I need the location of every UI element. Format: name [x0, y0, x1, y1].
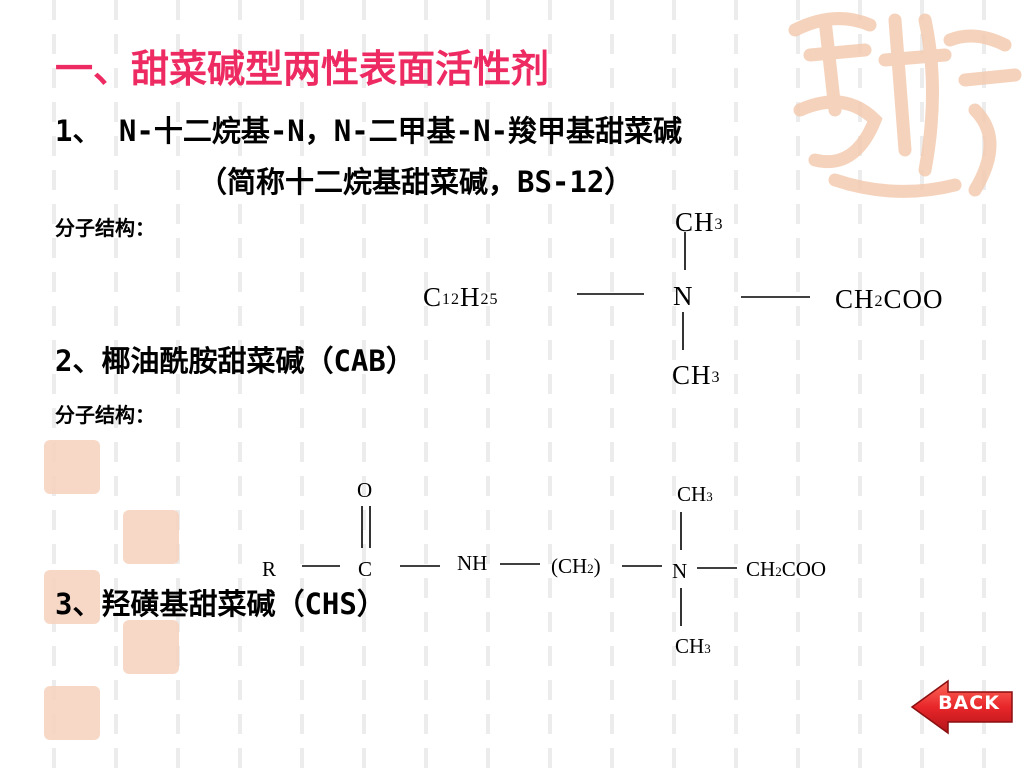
s1-bottom-methyl: CH3	[672, 360, 721, 390]
decorative-seal	[44, 570, 100, 624]
item-3-name: 3、羟磺基甜菜碱（CHS）	[55, 587, 386, 621]
s2-nitrogen: N	[672, 559, 688, 583]
back-button-label: BACK	[938, 692, 1000, 714]
item-2-name: 2、椰油酰胺甜菜碱（CAB）	[55, 344, 415, 378]
s2-carboxymethyl: CH2COO	[746, 557, 827, 581]
s1-alkyl-chain: C12H25	[423, 282, 499, 312]
decorative-seal-large	[788, 12, 1022, 198]
decorative-seal	[44, 440, 100, 494]
decorative-seal	[123, 620, 179, 674]
s1-carboxymethyl: CH2COO	[835, 284, 944, 314]
s2-oxygen: O	[357, 478, 373, 502]
s2-methylene: (CH2)	[551, 554, 601, 578]
slide-title: 一、甜菜碱型两性表面活性剂	[55, 47, 550, 91]
decorative-seal	[44, 686, 100, 740]
s2-carbonyl-carbon: C	[358, 557, 373, 581]
s2-r-group: R	[262, 557, 277, 581]
s2-amide: NH	[457, 551, 488, 575]
s1-top-methyl: CH3	[675, 207, 724, 237]
structure-label-1: 分子结构：	[55, 216, 155, 240]
structure-label-2: 分子结构：	[55, 403, 155, 427]
decorative-seal	[123, 510, 179, 564]
back-arrow-icon	[910, 679, 1013, 735]
s2-bottom-methyl: CH3	[675, 634, 711, 658]
item-1-abbreviation: （简称十二烷基甜菜碱，BS-12）	[198, 165, 634, 199]
back-button[interactable]	[910, 679, 1016, 735]
s2-top-methyl: CH3	[677, 482, 713, 506]
item-1-name: 1、 N-十二烷基-N，N-二甲基-N-羧甲基甜菜碱	[55, 114, 683, 148]
s1-nitrogen: N	[673, 281, 694, 311]
